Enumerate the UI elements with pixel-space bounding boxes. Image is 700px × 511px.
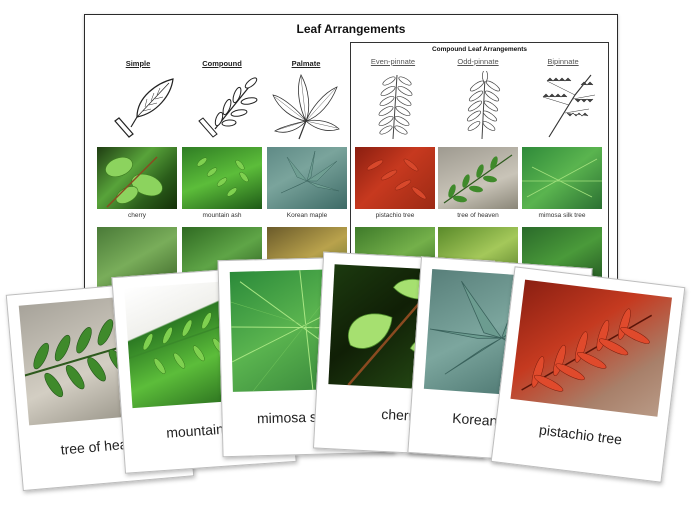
pistachio-tree-photo xyxy=(355,147,435,209)
column-heading-compound: Compound xyxy=(202,59,242,68)
card-pistachio-tree[interactable]: pistachio tree xyxy=(490,266,686,483)
odd-pinnate-drawing xyxy=(466,71,501,140)
card-label-pistachio-tree: pistachio tree xyxy=(538,421,623,448)
compound-arrangements-title: Compound Leaf Arrangements xyxy=(431,46,528,53)
bipinnate-drawing xyxy=(542,74,596,138)
tree-of-heaven-photo xyxy=(438,147,518,209)
column-heading-even-pinnate: Even-pinnate xyxy=(370,57,416,66)
mountain-ash-photo xyxy=(182,147,262,209)
photo-label-mimosa-silk-tree: mimosa silk tree xyxy=(538,212,586,219)
cherry-photo xyxy=(97,147,177,209)
card-photo-pistachio-tree xyxy=(510,279,672,417)
palmate-leaf-drawing xyxy=(272,74,340,140)
photo-label-cherry: cherry xyxy=(127,212,147,219)
leaf-arrangements-poster: Leaf Arrangements Simple Compound Palmat… xyxy=(84,14,618,294)
column-heading-bipinnate: Bipinnate xyxy=(547,57,579,66)
photo-label-mountain-ash: mountain ash xyxy=(202,212,242,219)
compound-leaf-drawing xyxy=(198,77,258,138)
simple-leaf-drawing xyxy=(114,78,174,138)
even-pinnate-drawing xyxy=(378,74,413,140)
poster-title: Leaf Arrangements xyxy=(296,22,406,36)
photo-label-tree-of-heaven: tree of heaven xyxy=(457,212,499,219)
column-heading-palmate: Palmate xyxy=(291,59,321,68)
mimosa-silk-tree-photo xyxy=(522,147,602,209)
photo-label-pistachio-tree: pistachio tree xyxy=(375,212,415,219)
photo-label-korean-maple: Korean maple xyxy=(286,212,328,219)
korean-maple-photo xyxy=(267,147,347,209)
column-heading-simple: Simple xyxy=(125,59,151,68)
column-heading-odd-pinnate: Odd-pinnate xyxy=(457,57,499,66)
compound-arrangements-box: Compound Leaf Arrangements Even-pinnate … xyxy=(350,42,609,289)
